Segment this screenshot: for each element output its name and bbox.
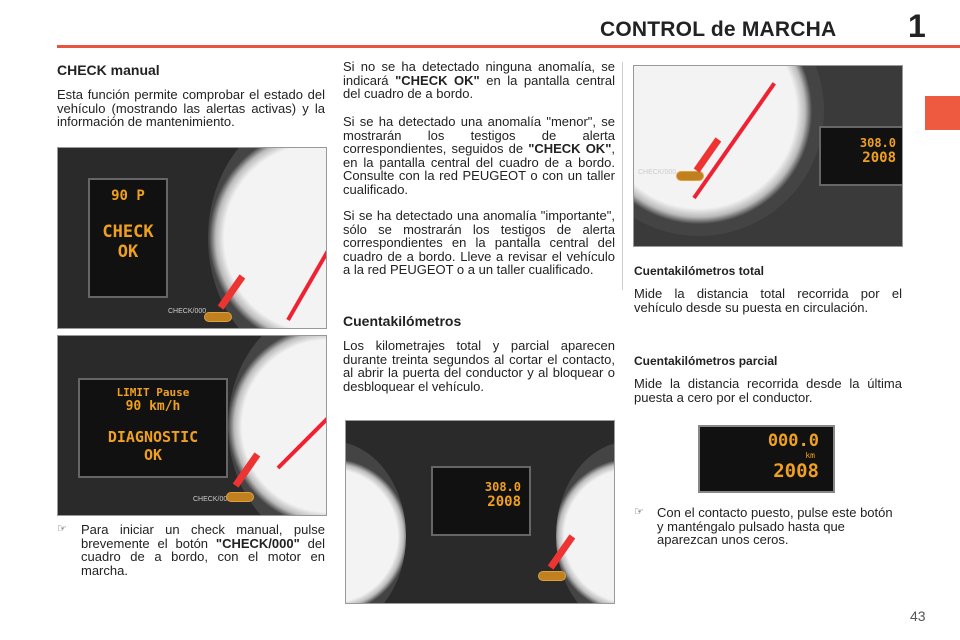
- text: Si no se ha detectado ninguna anomalía, …: [343, 59, 615, 88]
- text: Si se ha detectado una anomalía "menor",…: [343, 114, 615, 156]
- check-button: [204, 312, 232, 322]
- gear-readout: P: [136, 188, 145, 204]
- unit-label: km: [805, 451, 815, 460]
- check-button-label: CHECK/000: [638, 169, 677, 176]
- check-button: [538, 571, 566, 581]
- check-button-label: CHECK/000: [193, 496, 232, 503]
- display-speed: 90 km/h: [125, 399, 181, 414]
- chapter-tab: [925, 96, 960, 130]
- dashboard-odometer-closeup: 308.0 2008 CHECK/000: [633, 65, 903, 247]
- check-instruction: ☞ Para iniciar un check manual, pulse br…: [57, 523, 325, 577]
- check-intro-text: Esta función permite comprobar el estado…: [57, 87, 325, 129]
- text-bold: "CHECK OK": [528, 141, 612, 156]
- dashboard-odometer-image: 308.0 2008: [345, 420, 615, 604]
- page-title: CONTROL de MARCHA: [600, 18, 837, 41]
- total-readout: 2008: [773, 460, 819, 482]
- page-number: 43: [910, 608, 926, 624]
- total-readout: 2008: [487, 494, 521, 510]
- trip-readout: 308.0: [484, 480, 521, 494]
- speed-readout: 90: [111, 188, 128, 204]
- check-button: [676, 171, 704, 181]
- total-readout: 2008: [862, 150, 896, 166]
- column-divider: [622, 62, 623, 290]
- display-limit: LIMIT Pause: [116, 386, 190, 399]
- display-diagnostic: DIAGNOSTIC: [107, 428, 199, 446]
- check-button: [226, 492, 254, 502]
- instruction-bold: "CHECK/000": [215, 535, 300, 551]
- header-rule: [57, 45, 960, 48]
- paragraph-major-anomaly: Si se ha detectado una anomalía "importa…: [343, 208, 615, 277]
- display-check: CHECK: [102, 222, 154, 242]
- dashboard-check-ok-image: 90 P CHECK OK CHECK/000: [57, 147, 327, 329]
- text: en la pantalla central del cuadro de a b…: [343, 72, 615, 101]
- total-odometer-heading: Cuentakilómetros total: [634, 264, 765, 278]
- text-bold: "CHECK OK": [395, 72, 480, 88]
- paragraph-minor-anomaly: Si se ha detectado una anomalía "menor",…: [343, 115, 615, 196]
- display-ok: OK: [143, 446, 163, 464]
- total-odometer-text: Mide la distancia total recorrida por el…: [634, 286, 902, 315]
- partial-odometer-heading: Cuentakilómetros parcial: [634, 354, 778, 368]
- check-button-label: CHECK/000: [168, 308, 207, 315]
- trip-readout: 000.0: [767, 431, 819, 451]
- partial-odometer-text: Mide la distancia recorrida desde la últ…: [634, 376, 902, 405]
- section-heading-odometer: Cuentakilómetros: [343, 313, 462, 329]
- odometer-display: 000.0 km 2008: [698, 425, 835, 493]
- trip-readout: 308.0: [859, 136, 896, 150]
- instruction-text: Para iniciar un check manual, pulse brev…: [81, 522, 325, 551]
- display-ok: OK: [117, 242, 139, 262]
- pointing-hand-icon: ☞: [57, 523, 67, 535]
- chapter-number: 1: [908, 8, 926, 44]
- odometer-intro-text: Los kilometrajes total y parcial aparece…: [343, 338, 615, 394]
- pointing-hand-icon: ☞: [634, 506, 644, 518]
- reset-instruction: ☞ Con el contacto puesto, pulse este bot…: [634, 506, 902, 547]
- section-heading-check-manual: CHECK manual: [57, 62, 160, 78]
- paragraph-no-anomaly: Si no se ha detectado ninguna anomalía, …: [343, 60, 615, 101]
- instruction-text: Con el contacto puesto, pulse este botón…: [657, 505, 893, 547]
- dashboard-diagnostic-image: LIMIT Pause 90 km/h DIAGNOSTIC OK CHECK/…: [57, 335, 327, 516]
- text: , en la pantalla central del cuadro de a…: [343, 141, 615, 197]
- instruction-text-end: del cuadro de a bordo, con el motor en m…: [81, 535, 325, 578]
